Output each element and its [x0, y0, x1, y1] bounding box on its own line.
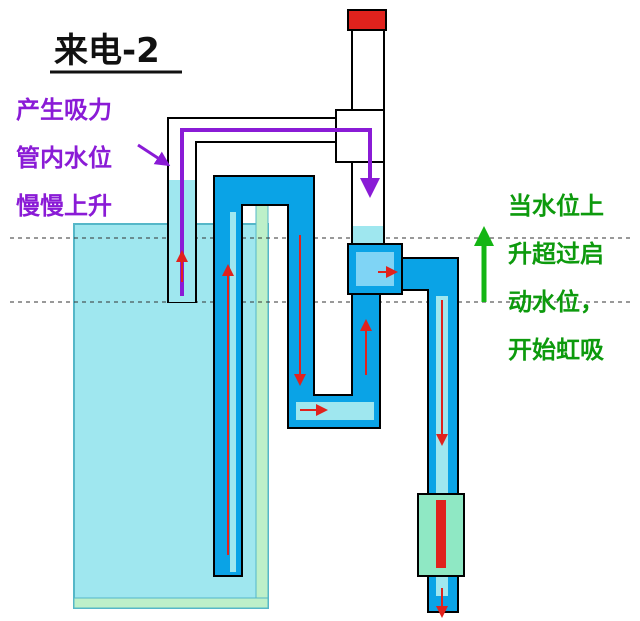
tank-bottom — [73, 597, 269, 609]
right-text-line-3: 动水位， — [508, 288, 604, 316]
pipe-inner-bottom — [296, 402, 374, 420]
lower-tee-highlight — [356, 252, 394, 286]
purple-pointer-icon — [137, 143, 171, 167]
upper-tee-fitting — [335, 109, 385, 163]
left-text-line-2: 管内水位 — [16, 144, 112, 172]
suction-arrow-icon — [180, 128, 380, 296]
pipe-inner-left — [230, 212, 236, 572]
up-arrow-head — [474, 226, 494, 246]
valve-handle — [436, 500, 446, 568]
cap-icon — [347, 9, 387, 31]
tank-inner-wall — [255, 204, 269, 609]
right-text-line-2: 升超过启 — [508, 240, 604, 268]
left-text-line-1: 产生吸力 — [16, 96, 112, 124]
title-text: 来电-2 — [54, 31, 160, 71]
right-text-line-4: 开始虹吸 — [508, 336, 604, 364]
right-text-line-1: 当水位上 — [508, 192, 604, 220]
left-text-line-3: 慢慢上升 — [16, 192, 112, 220]
